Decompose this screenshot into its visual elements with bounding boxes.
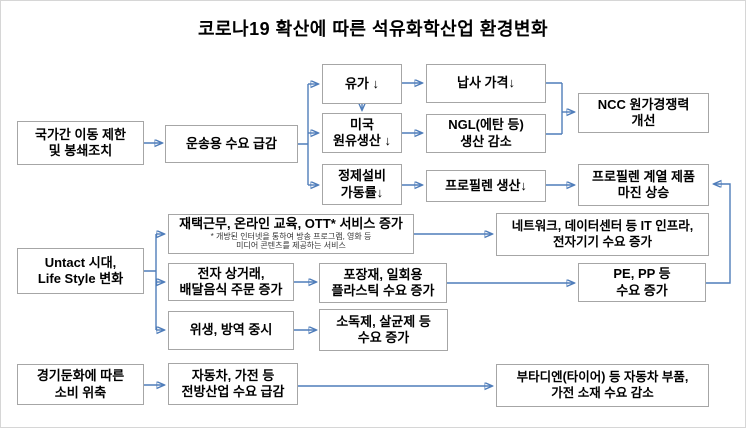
node-refinery-text: 정제설비 가동률↓ [338, 168, 386, 200]
node-us-crude: 미국 원유생산 ↓ [322, 113, 402, 153]
node-ngl: NGL(에탄 등) 생산 감소 [426, 114, 546, 153]
page-title: 코로나19 확산에 따른 석유화학산업 환경변화 [197, 19, 549, 39]
node-untact: Untact 시대, Life Style 변화 [17, 248, 144, 294]
node-naphtha-price: 납사 가격↓ [426, 64, 546, 103]
node-butadiene-text: 부타디엔(타이어) 등 자동차 부품, 가전 소재 수요 감소 [516, 369, 689, 400]
node-propylene-prod-text: 프로필렌 생산↓ [445, 177, 527, 193]
node-pe-pp-text: PE, PP 등 수요 증가 [613, 266, 671, 298]
node-naphtha-price-text: 납사 가격↓ [457, 75, 515, 91]
node-remote-work: 재택근무, 온라인 교육, OTT* 서비스 증가 * 개방된 인터넷을 통하여… [168, 214, 414, 254]
node-border-closure: 국가간 이동 제한 및 봉쇄조치 [17, 121, 144, 165]
node-ecommerce: 전자 상거래, 배달음식 주문 증가 [168, 263, 294, 301]
connector-untact-branch [144, 234, 157, 330]
node-transport-demand: 운송용 수요 급감 [165, 125, 298, 163]
node-oil-price: 유가 ↓ [322, 64, 402, 104]
node-propylene-prod: 프로필렌 생산↓ [426, 170, 546, 202]
node-remote-work-footnote: * 개방된 인터넷을 통하여 방송 프로그램, 영화 등 미디어 콘텐츠를 제공… [210, 231, 372, 250]
node-packaging: 포장재, 일회용 플라스틱 수요 증가 [319, 263, 447, 303]
node-hygiene-text: 위생, 방역 중시 [189, 322, 273, 338]
node-ecommerce-text: 전자 상거래, 배달음식 주문 증가 [179, 265, 283, 297]
node-recession: 경기둔화에 따른 소비 위축 [17, 364, 144, 405]
node-us-crude-text: 미국 원유생산 ↓ [333, 116, 391, 148]
node-recession-text: 경기둔화에 따른 소비 위축 [36, 368, 125, 400]
node-auto: 자동차, 가전 등 전방산업 수요 급감 [168, 363, 298, 405]
node-hygiene: 위생, 방역 중시 [168, 311, 294, 350]
node-border-closure-text: 국가간 이동 제한 및 봉쇄조치 [35, 126, 126, 158]
node-ncc-text: NCC 원가경쟁력 개선 [597, 96, 690, 128]
connector-ncc-join [546, 82, 563, 135]
node-transport-demand-text: 운송용 수요 급감 [186, 135, 277, 151]
edge-pepp-to-margin [706, 184, 731, 284]
node-oil-price-text: 유가 ↓ [344, 75, 380, 91]
node-ngl-text: NGL(에탄 등) 생산 감소 [448, 117, 524, 149]
node-refinery: 정제설비 가동률↓ [322, 164, 402, 205]
node-propylene-margin-text: 프로필렌 계열 제품 마진 상승 [592, 168, 695, 200]
node-butadiene: 부타디엔(타이어) 등 자동차 부품, 가전 소재 수요 감소 [496, 364, 709, 407]
node-it-infra: 네트워크, 데이터센터 등 IT 인프라, 전자기기 수요 증가 [496, 213, 709, 256]
node-packaging-text: 포장재, 일회용 플라스틱 수요 증가 [331, 266, 435, 298]
node-it-infra-text: 네트워크, 데이터센터 등 IT 인프라, 전자기기 수요 증가 [511, 218, 694, 249]
node-untact-text: Untact 시대, Life Style 변화 [37, 254, 124, 286]
node-ncc: NCC 원가경쟁력 개선 [578, 93, 709, 133]
connector-transport-branch [298, 84, 309, 185]
node-remote-work-text: 재택근무, 온라인 교육, OTT* 서비스 증가 [179, 216, 403, 231]
node-propylene-margin: 프로필렌 계열 제품 마진 상승 [578, 164, 709, 206]
node-disinfectant: 소독제, 살균제 등 수요 증가 [319, 309, 448, 351]
node-disinfectant-text: 소독제, 살균제 등 수요 증가 [336, 313, 431, 345]
node-pe-pp: PE, PP 등 수요 증가 [578, 263, 706, 302]
node-auto-text: 자동차, 가전 등 전방산업 수요 급감 [181, 367, 285, 399]
